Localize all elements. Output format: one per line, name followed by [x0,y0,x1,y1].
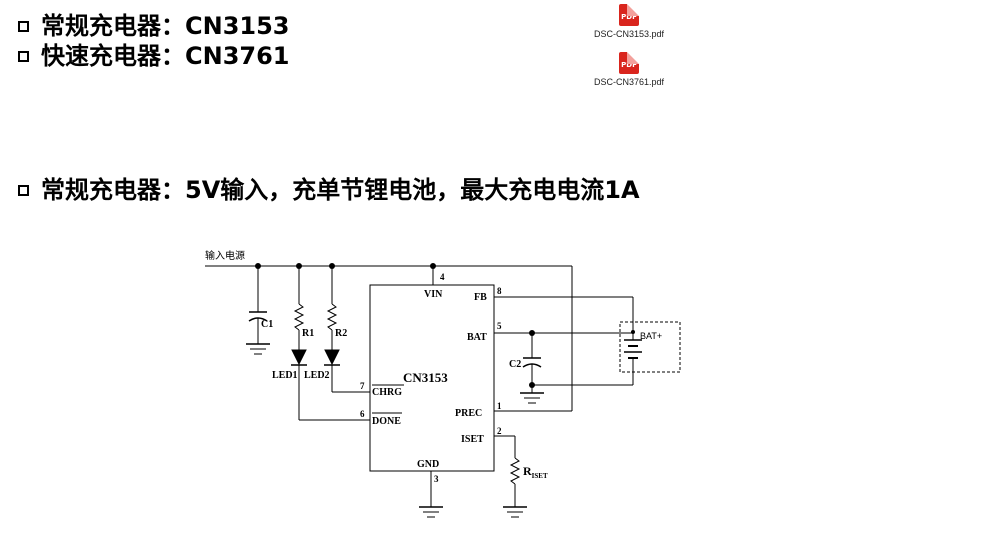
heading-item-1: 常规充电器：CN3153 [18,12,290,40]
checkbox-bullet-icon [18,50,29,62]
pin-chrg-label: CHRG [372,387,402,398]
pdf-attachment-cn3761[interactable]: PDF DSC-CN3761.pdf [584,52,674,87]
led2-label: LED2 [304,370,330,381]
checkbox-bullet-icon [18,184,29,196]
led1-label: LED1 [272,370,298,381]
pin-bat-label: BAT [467,332,487,343]
pin-iset-label: ISET [461,434,484,445]
heading-item-3: 常规充电器：5V输入，充单节锂电池，最大充电电流1A [18,176,640,204]
heading-text: 快速充电器：CN3761 [41,42,290,70]
pin-chrg-number: 7 [360,381,365,391]
pin-gnd-number: 3 [434,474,439,484]
heading-text: 常规充电器：5V输入，充单节锂电池，最大充电电流1A [41,176,640,204]
pin-fb-label: FB [474,292,487,303]
pin-done-label: DONE [372,416,401,427]
pin-vin-label: VIN [424,289,443,300]
input-power-label: 输入电源 [205,249,245,262]
pdf-attachment-cn3153[interactable]: PDF DSC-CN3153.pdf [584,4,674,39]
rset-label: RISET [523,464,548,480]
chip-name: CN3153 [403,370,448,385]
pin-fb-number: 8 [497,286,502,296]
pin-iset-number: 2 [497,426,502,436]
heading-text: 常规充电器：CN3153 [41,12,290,40]
pin-done-number: 6 [360,409,365,419]
attachment-filename: DSC-CN3153.pdf [593,29,665,39]
checkbox-bullet-icon [18,20,29,32]
ic-body [369,284,495,472]
pin-prec-number: 1 [497,401,502,411]
pin-bat-number: 5 [497,321,502,331]
c2-label: C2 [509,359,521,370]
r2-label: R2 [335,328,347,339]
pdf-file-icon: PDF [619,4,639,26]
pin-gnd-label: GND [417,459,439,470]
c1-label: C1 [261,319,273,330]
attachment-filename: DSC-CN3761.pdf [593,77,665,87]
pdf-file-icon: PDF [619,52,639,74]
battery-label: BAT+ [640,331,662,341]
r1-label: R1 [302,328,314,339]
heading-item-2: 快速充电器：CN3761 [18,42,290,70]
pin-vin-number: 4 [440,272,445,282]
pin-prec-label: PREC [455,408,482,419]
